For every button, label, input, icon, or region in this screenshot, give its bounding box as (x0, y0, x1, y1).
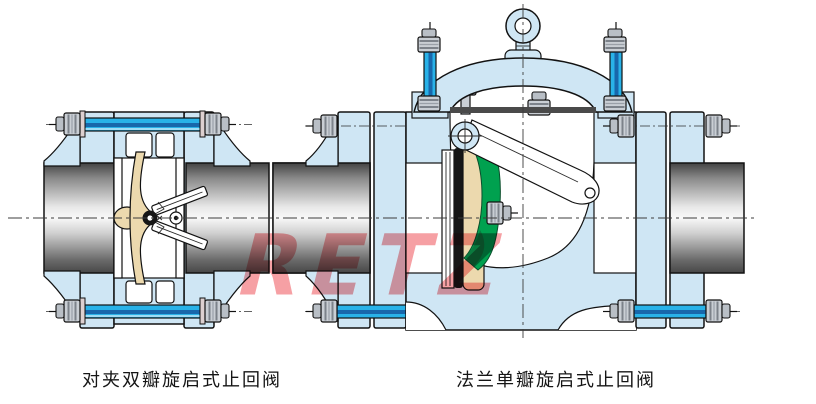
outlet-bolt-bottom (603, 299, 740, 323)
caption-wafer-dual-plate-check-valve: 对夹双瓣旋启式止回阀 (82, 370, 282, 391)
disc-hinge-arm (461, 119, 600, 205)
bonnet-bolt-right (603, 22, 627, 112)
outlet-bolt-top (603, 114, 740, 138)
bonnet-bolt-left (417, 22, 441, 112)
disc-seal-shadow (465, 230, 485, 266)
outlet-pipe (669, 162, 745, 274)
tie-rod-bottom (46, 297, 252, 325)
tie-rod-top (46, 110, 252, 138)
arm-tip (584, 187, 596, 199)
valve-outlet-flange (635, 111, 667, 329)
spring-upper (154, 201, 165, 221)
bottom-contour-cut-left (406, 302, 446, 330)
body-window (155, 132, 175, 158)
inlet-pipe (43, 162, 117, 274)
swing-plate-lower (151, 220, 209, 251)
retz-watermark: RETZ (227, 216, 521, 315)
body-window (155, 280, 175, 304)
swing-disc-assembly (441, 79, 600, 291)
caption-flanged-single-disc-check-valve: 法兰单瓣旋启式止回阀 (456, 370, 656, 391)
swing-plate-upper (151, 185, 209, 216)
spring-lower (154, 215, 165, 235)
